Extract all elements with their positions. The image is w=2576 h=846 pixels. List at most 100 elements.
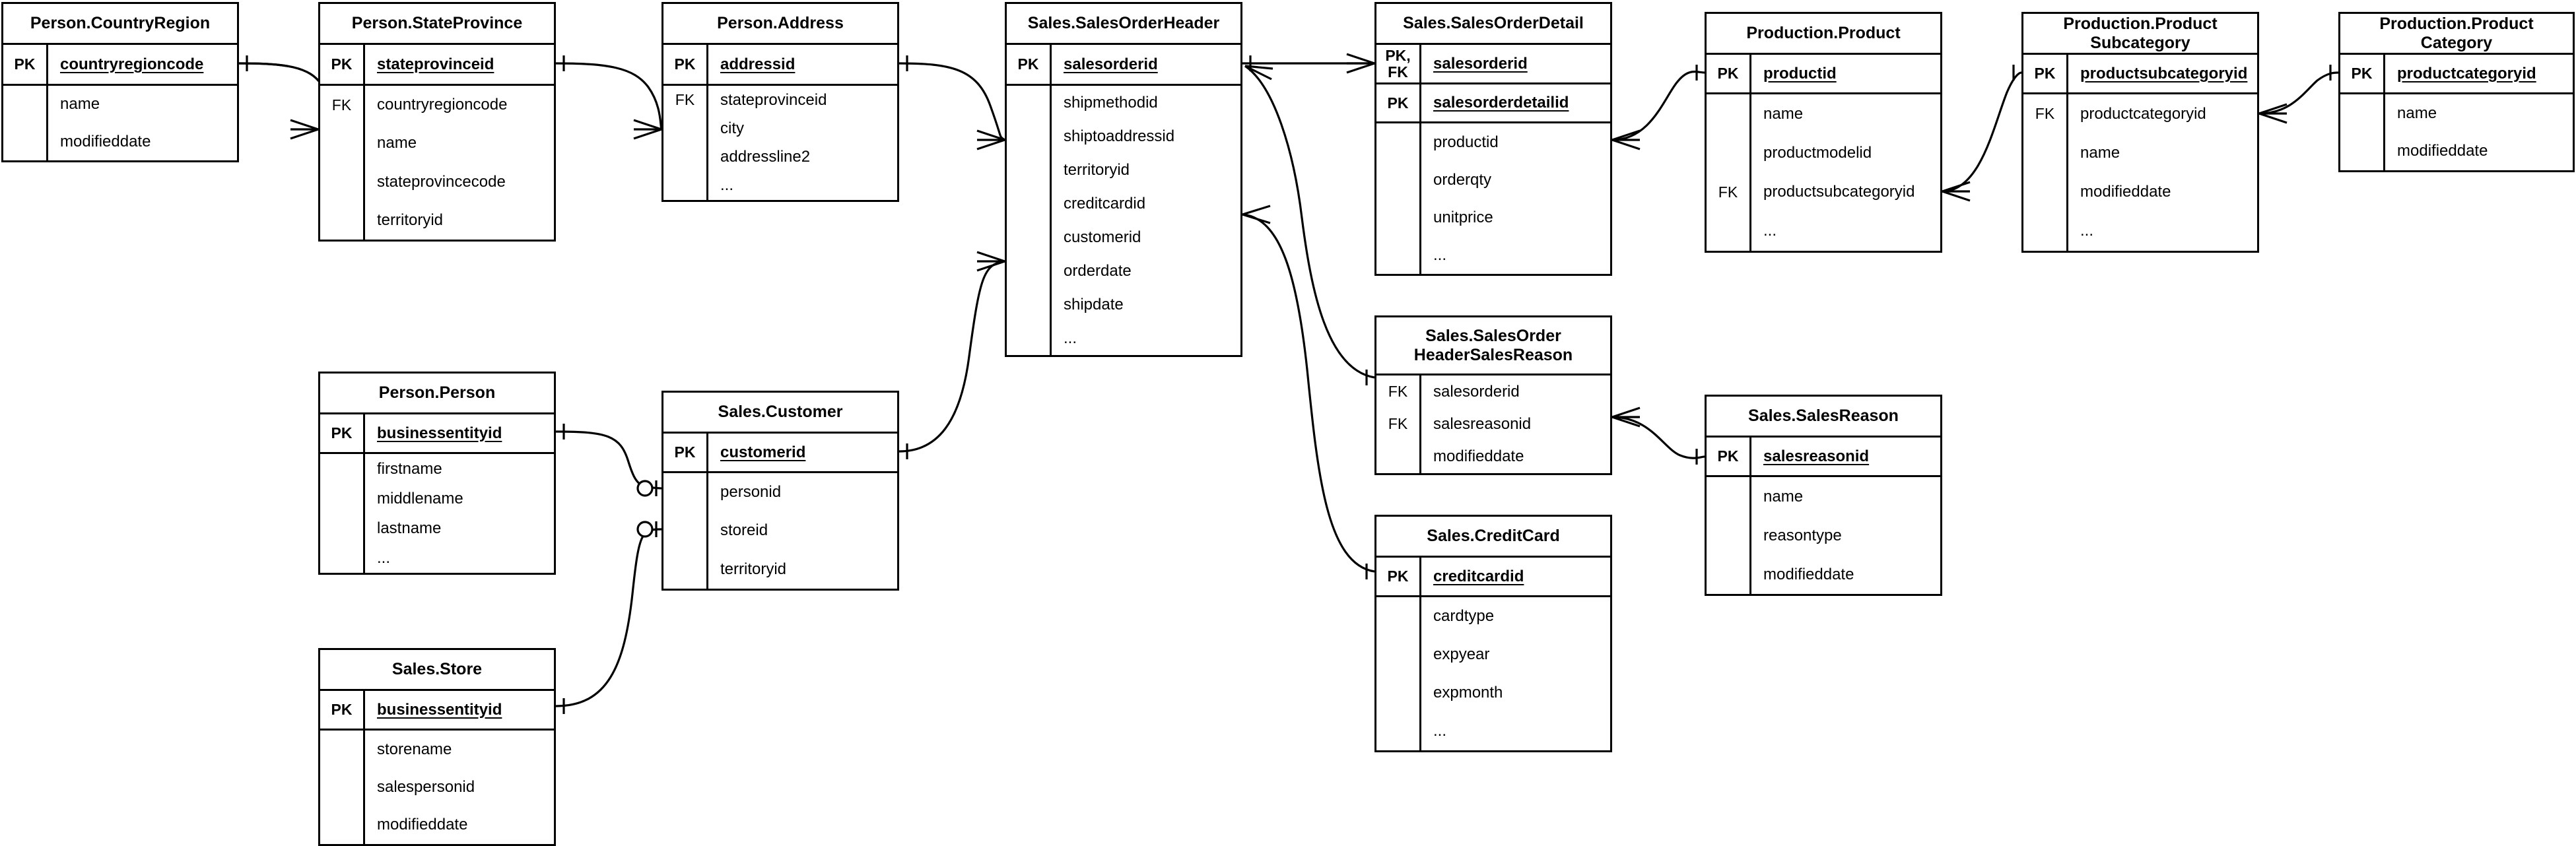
attr-sales_reason-name: name xyxy=(1763,487,1804,505)
attr-key-product-3 xyxy=(1707,212,1749,251)
attr-product_category-name: name xyxy=(2397,104,2437,122)
attr-address-stateprovinceid: stateprovinceid xyxy=(720,90,827,109)
attr-credit_card-more: ... xyxy=(1433,722,1447,740)
attr-sales_order_header-territoryid: territoryid xyxy=(1064,160,1130,179)
attr-key-sales_reason-0 xyxy=(1707,477,1749,516)
key-row-address-0[interactable]: PK addressid xyxy=(663,45,897,86)
attr-soh_sales_reason-salesreasonid: salesreasonid xyxy=(1433,414,1532,433)
field-sales_order_detail-salesorderid: salesorderid xyxy=(1433,54,1528,73)
rel-salesorderheader-soh-salesreason xyxy=(1244,65,1375,385)
key-label-sales_reason-0: PK xyxy=(1707,438,1751,475)
attr-key-address-3 xyxy=(663,172,706,200)
attr-state_province-countryregioncode: countryregioncode xyxy=(377,96,508,114)
attr-key-soh_sales_reason-0: FK xyxy=(1388,383,1408,401)
attr-key-person-3 xyxy=(320,543,363,573)
entity-title-country_region: Person.CountryRegion xyxy=(3,4,237,45)
attr-store-storename: storename xyxy=(377,740,452,758)
rel-salesorderdetail-product xyxy=(1611,65,1705,150)
attr-state_province-stateprovincecode: stateprovincecode xyxy=(377,172,506,191)
attr-key-sales_order_header-4 xyxy=(1007,220,1050,254)
field-store-businessentityid: businessentityid xyxy=(377,700,502,719)
attr-customer-territoryid: territoryid xyxy=(720,560,787,578)
attr-key-sales_reason-1 xyxy=(1707,516,1749,555)
attr-product-more: ... xyxy=(1763,222,1777,240)
attr-sales_order_header-creditcardid: creditcardid xyxy=(1064,194,1146,212)
entity-title-store: Sales.Store xyxy=(320,650,554,691)
attr-key-credit_card-2 xyxy=(1376,674,1419,712)
entity-title-state_province: Person.StateProvince xyxy=(320,4,554,45)
attr-store-salespersonid: salespersonid xyxy=(377,777,475,796)
attr-soh_sales_reason-salesorderid: salesorderid xyxy=(1433,382,1520,401)
attr-sales_order_header-customerid: customerid xyxy=(1064,228,1141,246)
entity-title-sales_order_header: Sales.SalesOrderHeader xyxy=(1007,4,1240,45)
attr-key-store-2 xyxy=(320,806,363,844)
field-product_category-productcategoryid: productcategoryid xyxy=(2397,64,2536,82)
rel-subcategory-category xyxy=(2258,65,2339,124)
attr-key-country_region-1 xyxy=(3,123,46,161)
attr-sales_order_detail-more: ... xyxy=(1433,245,1447,264)
attr-customer-storeid: storeid xyxy=(720,521,768,540)
attr-soh_sales_reason-modifieddate: modifieddate xyxy=(1433,447,1524,466)
entity-title-sales_order_detail: Sales.SalesOrderDetail xyxy=(1376,4,1610,45)
attr-key-sales_order_detail-2 xyxy=(1376,199,1419,236)
attr-key-product-1 xyxy=(1707,133,1749,172)
attributes-customer: personid storeid territoryid xyxy=(663,473,897,589)
key-label-credit_card-0: PK xyxy=(1376,558,1421,595)
field-state_province-stateprovinceid: stateprovinceid xyxy=(377,55,494,73)
attr-key-person-1 xyxy=(320,484,363,513)
key-label-sales_order_header-0: PK xyxy=(1007,45,1052,84)
attr-key-person-0 xyxy=(320,454,363,484)
key-label-sales_order_detail-1: PK xyxy=(1376,84,1421,121)
attr-person-lastname: lastname xyxy=(377,519,442,537)
attr-state_province-name: name xyxy=(377,134,417,152)
key-label-address-0: PK xyxy=(663,45,708,84)
entity-title-soh_sales_reason: Sales.SalesOrder HeaderSalesReason xyxy=(1376,317,1610,375)
field-address-addressid: addressid xyxy=(720,55,796,73)
attr-key-soh_sales_reason-2 xyxy=(1376,441,1419,473)
attr-key-product-0 xyxy=(1707,94,1749,133)
attr-sales_order_detail-orderqty: orderqty xyxy=(1433,170,1492,189)
attr-product-productmodelid: productmodelid xyxy=(1763,143,1872,162)
field-customer-customerid: customerid xyxy=(720,443,806,461)
rel-customer-salesorderheader xyxy=(898,251,1005,459)
attr-product_subcategory-modifieddate: modifieddate xyxy=(2080,183,2171,201)
attr-credit_card-expyear: expyear xyxy=(1433,645,1490,663)
attr-key-state_province-1 xyxy=(320,124,363,162)
attr-country_region-name: name xyxy=(60,95,100,114)
attr-key-product_category-0 xyxy=(2340,94,2383,133)
attr-address-city: city xyxy=(720,119,744,137)
attr-customer-personid: personid xyxy=(720,483,782,502)
attr-address-more: ... xyxy=(720,176,734,195)
attr-country_region-modifieddate: modifieddate xyxy=(60,132,151,150)
